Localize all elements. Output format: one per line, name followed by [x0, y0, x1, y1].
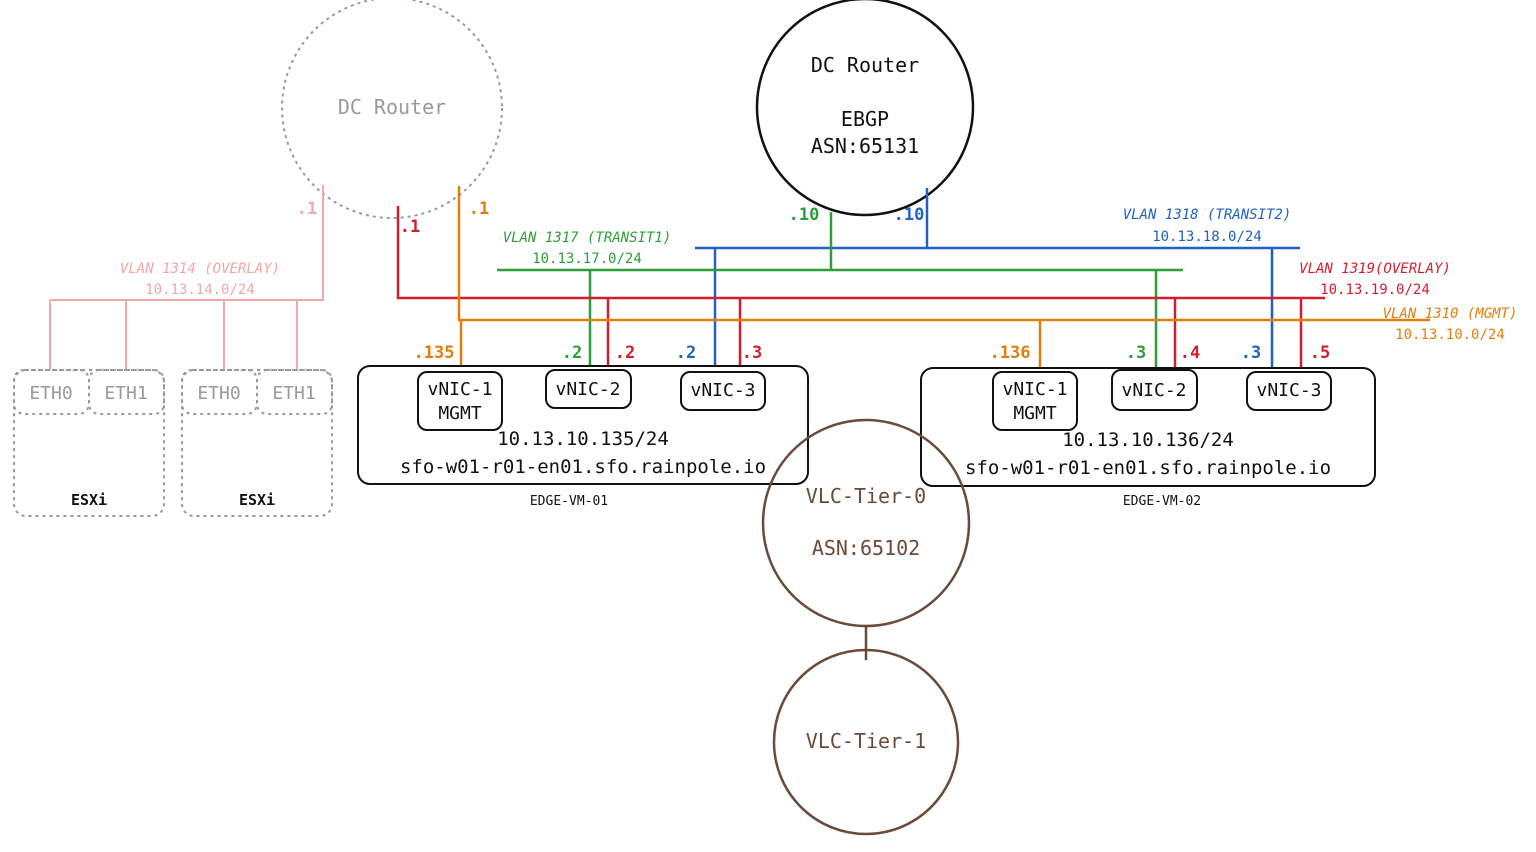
vlan-1310-subnet: 10.13.10.0/24: [1395, 327, 1505, 343]
esxi-host-2-box: [181, 369, 333, 517]
vlan-1314-subnet: 10.13.14.0/24: [145, 282, 255, 298]
edge-vm-01: vNIC-1 MGMT vNIC-2 vNIC-3 10.13.10.135/2…: [357, 343, 809, 509]
edge1-nic3-overlay-ip-suffix: .3: [742, 343, 762, 363]
transit2-links: [695, 188, 1300, 372]
tier0-circle: [761, 418, 971, 628]
overlay-ghost-trunk: [50, 185, 324, 301]
esxi-host-2: ETH0 ETH1 ESXi: [181, 369, 333, 517]
edge2-fqdn: sfo-w01-r01-en01.sfo.rainpole.io: [965, 457, 1331, 479]
edge1-mgmt-ip: 10.13.10.135/24: [497, 428, 669, 450]
edge2-nic3-overlay-ip-suffix: .5: [1310, 343, 1330, 363]
mgmt-bus: [457, 186, 1430, 322]
ghost-router-overlay-ip: .1: [297, 199, 317, 219]
vlan-1318-label: VLAN 1318 (TRANSIT2): [1123, 207, 1292, 223]
vlan-1317-label: VLAN 1317 (TRANSIT1): [503, 230, 672, 246]
edge2-transit1-ip-suffix: .3: [1126, 343, 1146, 363]
tier0-title: VLC-Tier-0: [806, 484, 926, 508]
edge2-mgmt-ip-suffix: .136: [990, 343, 1031, 363]
dc-router-main-protocol: EBGP: [841, 107, 889, 131]
edge2-vnic3: [1246, 371, 1332, 411]
edge1-vnic3-label: vNIC-3: [690, 380, 755, 401]
edge2-vnic1-sublabel: MGMT: [1013, 403, 1057, 424]
overlay-links: [396, 206, 1325, 372]
edge1-vnic1-label: vNIC-1: [427, 379, 492, 400]
ghost-overlay-network: DC Router .1 VLAN 1314 (OVERLAY) 10.13.1…: [13, 0, 503, 517]
edge1-fqdn: sfo-w01-r01-en01.sfo.rainpole.io: [400, 456, 766, 478]
edge2-vnic1-label: vNIC-1: [1002, 379, 1067, 400]
vlan-1318-subnet: 10.13.18.0/24: [1152, 229, 1262, 245]
edge1-transit2-ip-suffix: .2: [676, 343, 696, 363]
edge2-vnic3-label: vNIC-3: [1256, 380, 1321, 401]
ghost-dc-router-title: DC Router: [338, 95, 446, 119]
esxi-host-2-eth1-label: ETH1: [272, 383, 315, 404]
edge2-vnic1: [992, 371, 1078, 431]
vlan-1317-subnet: 10.13.17.0/24: [532, 251, 642, 267]
tier1-title: VLC-Tier-1: [806, 729, 926, 753]
edge1-vnic2: [545, 369, 632, 409]
esxi-host-1-eth1-label: ETH1: [104, 383, 147, 404]
dc-router-main-asn: ASN:65131: [811, 134, 919, 158]
dc-router-main: DC Router EBGP ASN:65131: [755, 0, 975, 217]
dc-router-main-circle: [755, 0, 975, 217]
edge1-nic2-overlay-ip-suffix: .2: [615, 343, 635, 363]
edge2-caption: EDGE-VM-02: [1123, 494, 1201, 509]
edge-vm-02: vNIC-1 MGMT vNIC-2 vNIC-3 10.13.10.136/2…: [920, 343, 1376, 509]
overlay-bus: [396, 206, 1325, 300]
esxi-host-1: ETH0 ETH1 ESXi: [13, 369, 165, 517]
edge1-mgmt-ip-suffix: .135: [414, 343, 455, 363]
edge1-vnic3: [680, 371, 766, 411]
mgmt-links: [457, 186, 1430, 372]
vlan-1319-subnet: 10.13.19.0/24: [1320, 282, 1430, 298]
dc-router-main-title: DC Router: [811, 53, 919, 77]
ghost-router-red-ip: .1: [400, 217, 420, 237]
vlan-1319-label: VLAN 1319(OVERLAY): [1299, 261, 1451, 277]
edge1-vnic1-sublabel: MGMT: [438, 403, 482, 424]
edge2-transit2-ip-suffix: .3: [1241, 343, 1261, 363]
esxi-host-1-box: [13, 369, 165, 517]
edge2-nic2-overlay-ip-suffix: .4: [1180, 343, 1200, 363]
edge2-vnic2-label: vNIC-2: [1121, 380, 1186, 401]
vlan-1310-label: VLAN 1310 (MGMT): [1383, 306, 1518, 322]
tier1-circle: [772, 648, 960, 836]
overlay-ghost-links: [49, 185, 324, 370]
tier0-asn: ASN:65102: [812, 536, 920, 560]
esxi-host-1-eth0-label: ETH0: [29, 383, 72, 404]
esxi-host-1-label: ESXi: [71, 491, 107, 509]
edge1-vnic2-label: vNIC-2: [555, 379, 620, 400]
esxi-host-2-eth0-label: ETH0: [197, 383, 240, 404]
dc-router-transit2-ip: .10: [894, 205, 925, 225]
ghost-dc-router: [281, 0, 503, 219]
esxi-host-2-label: ESXi: [239, 491, 275, 509]
edge2-mgmt-ip: 10.13.10.136/24: [1062, 429, 1234, 451]
edge1-vnic1: [417, 371, 503, 431]
edge1-caption: EDGE-VM-01: [530, 494, 608, 509]
edge2-vnic2: [1111, 369, 1198, 411]
dc-router-transit1-ip: .10: [789, 205, 820, 225]
vlan-1314-label: VLAN 1314 (OVERLAY): [120, 261, 280, 277]
edge1-transit1-ip-suffix: .2: [562, 343, 582, 363]
tier-routers: VLC-Tier-0 ASN:65102 VLC-Tier-1: [761, 418, 971, 836]
ghost-router-orange-ip: .1: [469, 199, 489, 219]
